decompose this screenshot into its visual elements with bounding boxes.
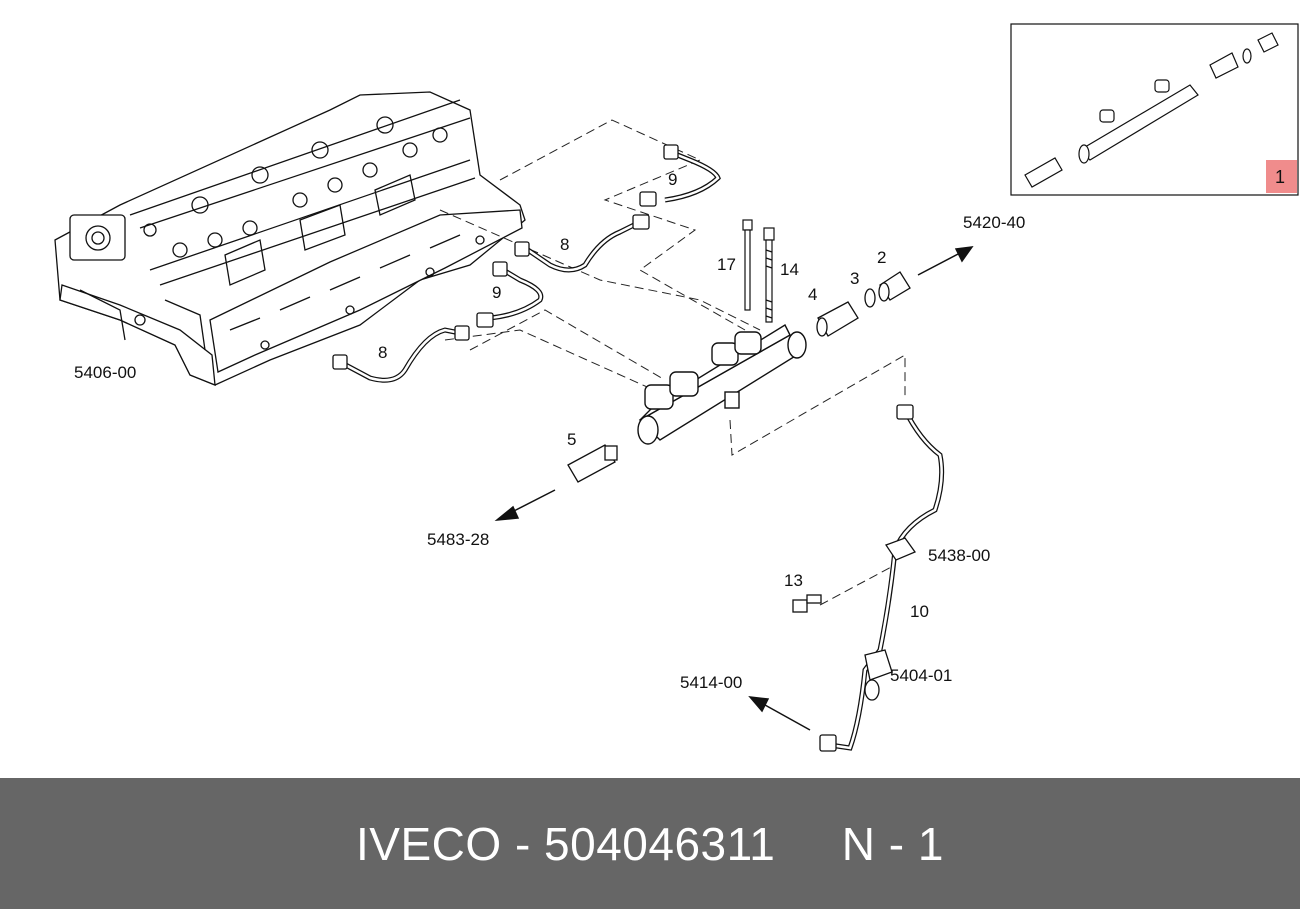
exploded-parts-diagram: 1 9 8 9 8 17 14 4 3 2 5 13 10 5406-00 54… (54, 23, 1299, 752)
reference-arrows (494, 246, 974, 731)
part-number-text: IVECO - 504046311 N - 1 (356, 817, 944, 870)
pressure-sensor-drawing (567, 444, 618, 483)
reference-labels: 5406-00 5420-40 5483-28 5438-00 5404-01 … (74, 213, 1025, 692)
ref-5404-01: 5404-01 (890, 666, 952, 685)
callout-8-upper: 8 (560, 235, 569, 254)
ref-5420-40: 5420-40 (963, 213, 1025, 232)
callout-4: 4 (808, 285, 817, 304)
ref-5483-28: 5483-28 (427, 530, 489, 549)
callout-13: 13 (784, 571, 803, 590)
part-number-footer: IVECO - 504046311 N - 1 (0, 778, 1300, 909)
inset-panel: 1 (1010, 23, 1299, 196)
callout-14: 14 (780, 260, 799, 279)
cylinder-head-drawing (54, 91, 526, 387)
ref-5414-00: 5414-00 (680, 673, 742, 692)
fuel-rail-drawing (637, 324, 807, 445)
inset-badge-bg (1266, 160, 1297, 193)
bolts (742, 219, 775, 323)
dashed-leader-lines (439, 119, 906, 606)
callout-labels: 9 8 9 8 17 14 4 3 2 5 13 10 (378, 170, 929, 621)
callout-2: 2 (877, 248, 886, 267)
return-pipe-drawing (829, 408, 945, 751)
callout-17: 17 (717, 255, 736, 274)
callout-10: 10 (910, 602, 929, 621)
callout-5: 5 (567, 430, 576, 449)
ref-5438-00: 5438-00 (928, 546, 990, 565)
callout-8-lower: 8 (378, 343, 387, 362)
pipe-fittings (332, 144, 679, 370)
return-pipe-fittings (792, 404, 917, 752)
inset-badge-number: 1 (1275, 167, 1285, 187)
ref-5406-00: 5406-00 (74, 363, 136, 382)
valve-parts-drawing (816, 271, 911, 337)
callout-9-lower: 9 (492, 283, 501, 302)
injection-pipes (338, 149, 721, 383)
callout-9-upper: 9 (668, 170, 677, 189)
callout-3: 3 (850, 269, 859, 288)
